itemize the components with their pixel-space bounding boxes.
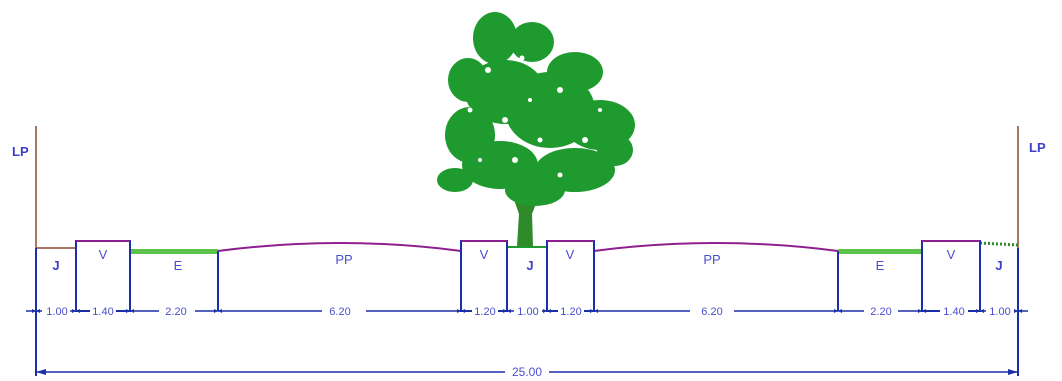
segment-width-label: 6.20 — [329, 306, 350, 318]
right-boundary-label: LP — [1029, 140, 1046, 155]
segment-width-label: 2.20 — [870, 306, 891, 318]
roadway-left — [217, 242, 462, 252]
dimension-tick — [503, 309, 511, 313]
bike-lane-right — [838, 249, 922, 254]
segment-width-label: 1.00 — [46, 306, 67, 318]
dimension-tick — [457, 309, 465, 313]
right-sidewalk-surface — [979, 241, 1019, 247]
total-width-label: 25.00 — [512, 365, 542, 379]
segment-width-label: 6.20 — [701, 306, 722, 318]
dimension-tick — [834, 309, 842, 313]
dimension-tick — [590, 309, 598, 313]
dimension-tick — [214, 309, 222, 313]
segment-code-label: PP — [335, 252, 352, 267]
segment-code-label: E — [174, 258, 183, 273]
segment-width-label: 1.20 — [560, 306, 581, 318]
dimension-tick — [72, 309, 80, 313]
segment-width-label: 1.00 — [989, 306, 1010, 318]
segment-code-label: J — [52, 258, 59, 273]
segment-code-label: V — [99, 247, 108, 262]
segment-code-label: V — [566, 247, 575, 262]
segment-code-label: V — [947, 247, 956, 262]
segment-code-label: J — [995, 258, 1002, 273]
segment-width-label: 1.20 — [474, 306, 495, 318]
bike-lane-left — [130, 249, 218, 254]
segment-width-label: 2.20 — [165, 306, 186, 318]
dimension-tick — [976, 309, 984, 313]
segment-code-label: E — [876, 258, 885, 273]
roadway-right — [593, 242, 839, 252]
dimension-tick — [543, 309, 551, 313]
segment-width-label: 1.40 — [92, 306, 113, 318]
segment-code-label: J — [526, 258, 533, 273]
dimension-tick — [126, 309, 134, 313]
segment-width-label: 1.40 — [943, 306, 964, 318]
segment-code-label: V — [480, 247, 489, 262]
left-boundary-label: LP — [12, 144, 29, 159]
segment-code-label: PP — [703, 252, 720, 267]
tree-icon — [437, 12, 635, 246]
segment-width-label: 1.00 — [517, 306, 538, 318]
dimension-tick — [918, 309, 926, 313]
